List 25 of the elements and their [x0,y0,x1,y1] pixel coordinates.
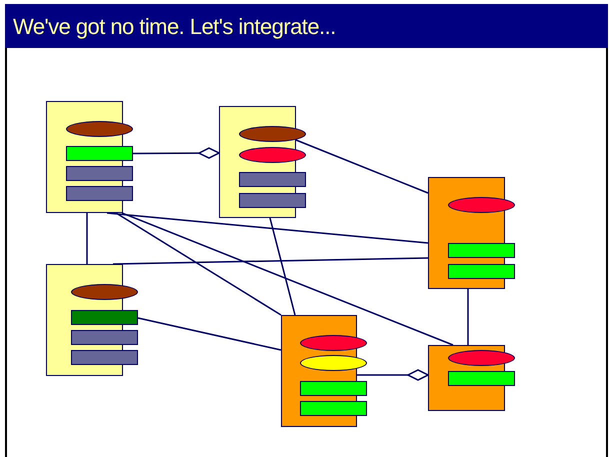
bar-shape [448,264,515,279]
bar-shape [71,350,138,365]
bar-shape [66,186,133,201]
bar-shape [300,401,367,416]
connector-line [269,218,296,316]
connector-line [112,257,428,265]
connector-line [357,369,429,381]
connector-line [133,147,220,159]
bar-shape [71,310,138,325]
connector-line [467,289,469,345]
title-bar: We've got no time. Let's integrate... [5,4,608,48]
bar-shape [300,381,367,396]
connector-line [116,212,282,316]
connector-line [86,213,88,264]
bar-shape [239,193,306,208]
connector-line [106,212,428,244]
bar-shape [71,330,138,345]
bar-shape [448,243,515,258]
bar-shape [66,166,133,181]
connector-line [138,317,282,351]
bar-shape [66,146,133,161]
bar-shape [239,172,306,187]
bar-shape [448,371,515,386]
connector-line [296,139,428,194]
connector-line [122,212,454,346]
